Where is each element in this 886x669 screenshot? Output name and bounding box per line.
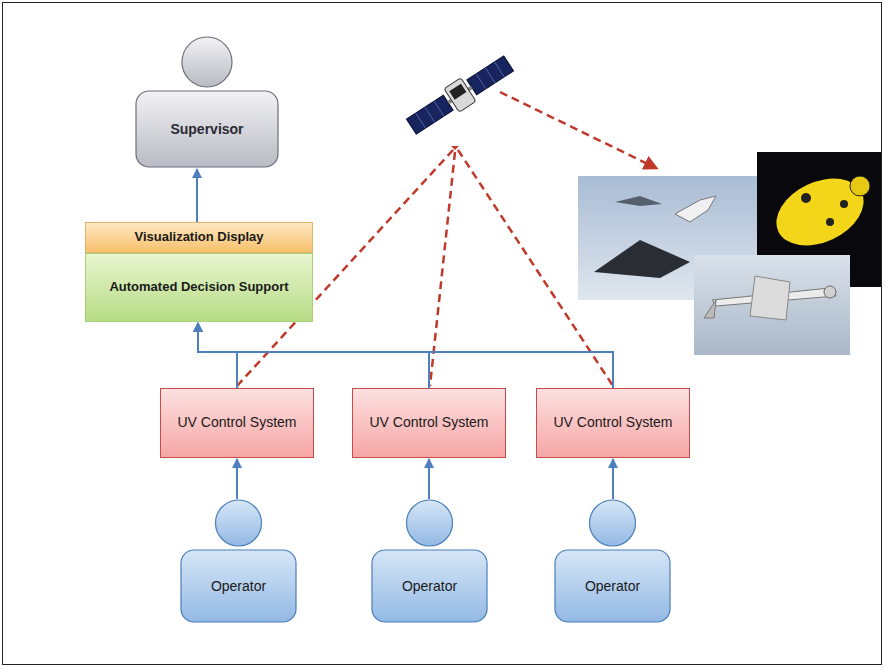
node-label: Automated Decision Support [109, 279, 288, 295]
node-label: UV Control System [369, 414, 488, 432]
display-band: Visualization Display [85, 222, 313, 253]
node-label: UV Control System [177, 414, 296, 432]
connector-arrow [196, 169, 198, 222]
operator-figure: Operator [554, 499, 671, 623]
connector-arrow [198, 323, 613, 388]
control-system-box: UV Control System [536, 388, 690, 458]
decision-support-band: Automated Decision Support [85, 253, 313, 322]
node-label: UV Control System [553, 414, 672, 432]
control-system-box: UV Control System [160, 388, 314, 458]
node-label: Visualization Display [134, 229, 263, 245]
operator-figure: Operator [180, 499, 297, 623]
connector-arrow [236, 459, 238, 499]
vehicle-photos [578, 152, 881, 355]
person-outline [371, 499, 488, 623]
person-outline [180, 499, 297, 623]
satellite-icon [404, 52, 517, 139]
control-system-box: UV Control System [352, 388, 506, 458]
supervisor-figure: Supervisor [135, 36, 279, 168]
node-label: Operator [585, 578, 640, 596]
connector-arrow [428, 459, 430, 499]
connector-arrow [612, 459, 614, 499]
person-outline [135, 36, 279, 168]
connector-arrow [198, 323, 237, 388]
connector-arrow [198, 323, 429, 388]
node-label: Operator [211, 578, 266, 596]
node-label: Supervisor [170, 121, 243, 139]
operator-figure: Operator [371, 499, 488, 623]
person-outline [554, 499, 671, 623]
node-label: Operator [402, 578, 457, 596]
